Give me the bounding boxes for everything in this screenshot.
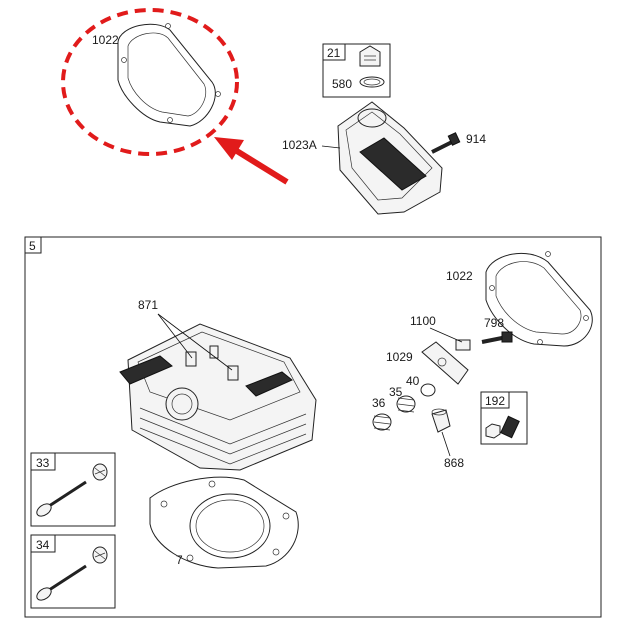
sub-box-33: 33	[30, 452, 116, 527]
valve-cover-label: 1023A	[282, 138, 317, 152]
rocker-cover-gasket-outline	[485, 252, 593, 347]
rocker-ball-nut-icon	[455, 339, 471, 351]
main-kit-box-frame	[24, 236, 602, 618]
valve-seal-label: 868	[444, 456, 464, 470]
studs-leader	[157, 313, 233, 371]
sub-box-192-number: 192	[485, 394, 505, 408]
valve-spring-35-icon	[396, 395, 416, 413]
valve-cover-gasket-outline	[117, 23, 216, 127]
valve-cover-leader	[321, 145, 341, 149]
highlighted-gasket-callout: 1022	[61, 8, 239, 156]
main-kit-box-number: 5	[29, 239, 36, 253]
rocker-ball-nut-leader	[429, 327, 463, 343]
valve-spring-36-icon	[372, 413, 392, 431]
sub-box-192: 192	[480, 391, 528, 445]
gasket-bolt-hole	[165, 23, 171, 29]
kit-box-21-tab	[322, 43, 346, 61]
rocker-arm-group	[372, 331, 513, 433]
kit-box-21-number: 21	[327, 46, 341, 60]
gasket-bolt-hole	[215, 91, 221, 97]
sub-box-34: 34	[30, 534, 116, 609]
gasket-bolt-hole	[121, 57, 127, 63]
cover-bolt-icon	[431, 132, 461, 154]
main-kit-box: 5 1022 871	[24, 236, 602, 618]
highlight-dashed-circle	[61, 8, 239, 156]
head-gasket-label: 7	[176, 553, 183, 567]
rocker-screw-icon	[481, 331, 513, 344]
gasket-bolt-hole	[489, 285, 495, 291]
valve-cover-gasket-inner	[127, 32, 207, 117]
o-ring-label: 580	[332, 77, 352, 91]
rocker-arm-icon	[421, 341, 469, 385]
callout-gasket-label: 1022	[92, 33, 119, 47]
nut-icon	[485, 423, 501, 439]
exhaust-valve-icon	[36, 463, 108, 517]
sub-box-33-number: 33	[36, 456, 50, 470]
o-ring-inner	[363, 78, 381, 86]
rocker-cover-gasket-label: 1022	[446, 269, 473, 283]
valve-cover-logo-plate	[359, 137, 427, 191]
gasket-bolt-hole	[537, 339, 543, 345]
gasket-bolt-hole	[167, 117, 173, 123]
main-kit-box-tab	[24, 236, 42, 254]
cylinder-head-illustration	[119, 323, 317, 471]
valve-spring-36-label: 36	[372, 396, 386, 410]
rocker-arm-label: 1029	[386, 350, 413, 364]
sub-box-34-number: 34	[36, 538, 50, 552]
rocker-screw-label: 798	[484, 316, 504, 330]
studs-leader	[157, 313, 193, 359]
valve-seal-leader	[441, 431, 451, 457]
valve-cover-top-face	[345, 111, 433, 201]
o-ring-icon	[359, 76, 385, 88]
rotator-icon	[420, 383, 436, 397]
valve-seal-icon	[431, 408, 451, 433]
gasket-bolt-hole	[583, 315, 589, 321]
highlight-arrow	[214, 137, 289, 185]
head-gasket-illustration	[149, 476, 299, 569]
top-valve-cover-assembly: 21 580 1023A 914	[282, 43, 486, 215]
cover-bolt-label: 914	[466, 132, 486, 146]
screw-icon	[500, 415, 520, 439]
rotator-label: 40	[406, 374, 420, 388]
rocker-cover-gasket-inner	[495, 261, 582, 335]
gasket-bolt-hole	[545, 251, 551, 257]
intake-valve-icon	[36, 546, 108, 601]
valve-spring-35-label: 35	[389, 385, 403, 399]
rocker-ball-nut-label: 1100	[410, 314, 436, 328]
valve-cover-port	[357, 108, 387, 128]
breather-cap-icon	[359, 45, 381, 67]
studs-label: 871	[138, 298, 158, 312]
